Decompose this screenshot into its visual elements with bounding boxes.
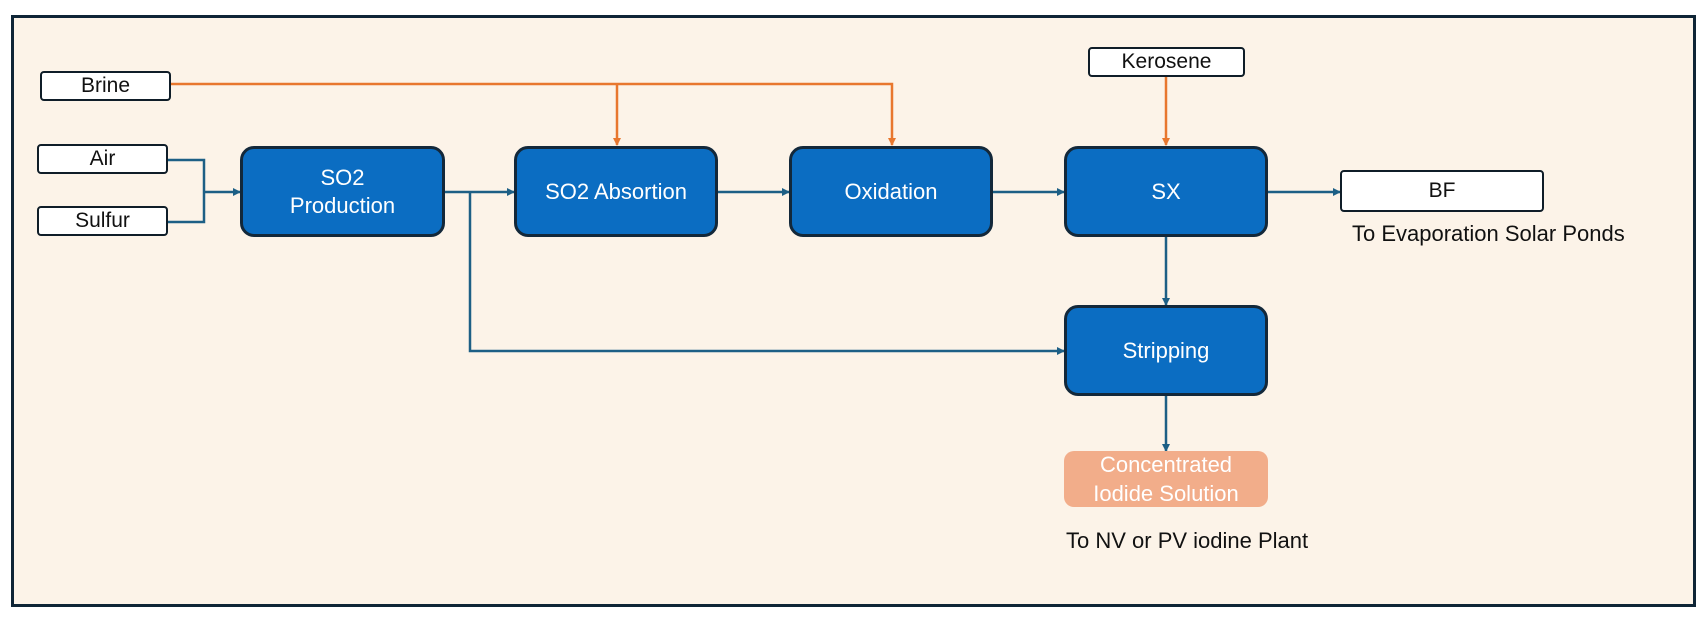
air-feed-line bbox=[167, 158, 206, 192]
iodide-solution-product: Concentrated Iodide Solution bbox=[1064, 451, 1268, 507]
so2-absorption-unit: SO2 Absortion bbox=[514, 146, 718, 237]
diagram-frame bbox=[11, 15, 1696, 607]
so2-production-unit: SO2 Production bbox=[240, 146, 445, 237]
kerosene-input-box: Kerosene bbox=[1088, 47, 1245, 77]
stripping-unit: Stripping bbox=[1064, 305, 1268, 396]
so2-bypass-to-stripping-arrow bbox=[468, 192, 1065, 355]
brine-input-box: Brine bbox=[40, 71, 171, 101]
air-input-box: Air bbox=[37, 144, 168, 174]
sulfur-feed-line bbox=[167, 192, 206, 224]
bf-output-box: BF bbox=[1340, 170, 1544, 212]
sx-unit: SX bbox=[1064, 146, 1268, 237]
sulfur-input-box: Sulfur bbox=[37, 206, 168, 236]
bf-destination-label: To Evaporation Solar Ponds bbox=[1352, 221, 1625, 246]
product-destination-label: To NV or PV iodine Plant bbox=[1066, 528, 1309, 553]
oxidation-unit: Oxidation bbox=[789, 146, 993, 237]
brine-line bbox=[171, 82, 896, 146]
